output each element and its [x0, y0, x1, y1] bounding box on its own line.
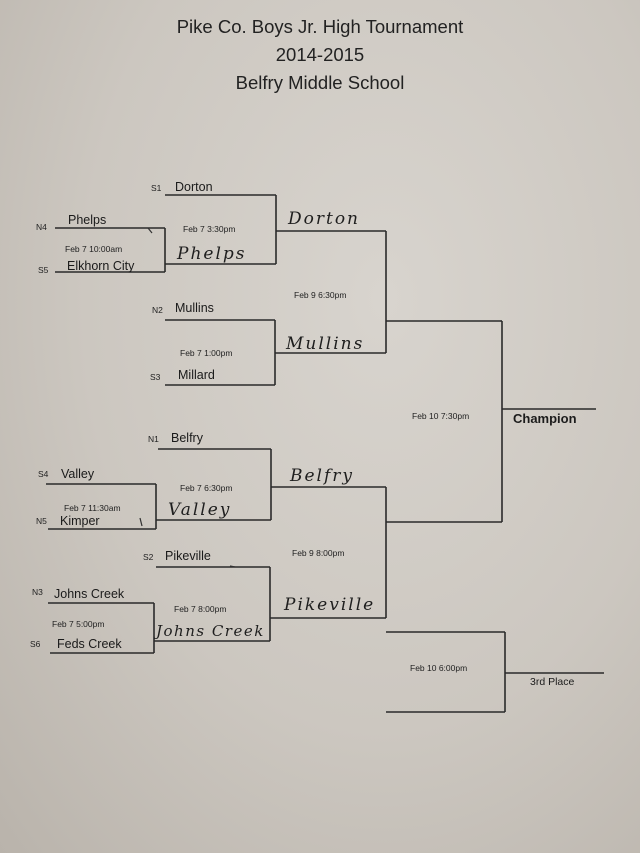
team-name: Valley	[61, 467, 95, 481]
pen-tick	[139, 517, 143, 527]
champion-label: Champion	[513, 411, 577, 426]
game-date: Feb 7 1:00pm	[180, 348, 233, 358]
tournament-season: 2014-2015	[275, 44, 365, 65]
game-date: Feb 7 8:00pm	[174, 604, 227, 614]
team-name: Dorton	[175, 180, 213, 194]
game-date: Feb 7 3:30pm	[183, 224, 236, 234]
team-name: Phelps	[68, 213, 107, 227]
seed-label: N5	[36, 516, 47, 526]
team-name: Elkhorn City	[67, 259, 135, 273]
seed-label: N3	[32, 587, 43, 597]
team-name: Belfry	[171, 431, 203, 445]
game-date: Feb 9 6:30pm	[294, 290, 347, 300]
handwritten-winner: Mullins	[286, 334, 365, 354]
handwritten-winner: Dorton	[288, 209, 361, 229]
seed-label: S6	[30, 639, 41, 649]
handwritten-winner: Phelps	[177, 244, 247, 264]
team-name: Feds Creek	[57, 637, 122, 651]
game-date: Feb 7 6:30pm	[180, 483, 233, 493]
game-date: Feb 7 11:30am	[64, 503, 121, 513]
game-date: Feb 10 6:00pm	[410, 663, 468, 673]
team-name: Johns Creek	[54, 587, 125, 601]
seed-label: N2	[152, 305, 163, 315]
seed-label: S4	[38, 469, 49, 479]
team-name: Pikeville	[165, 549, 211, 563]
seed-label: S3	[150, 372, 161, 382]
team-name: Mullins	[175, 301, 214, 315]
tournament-venue: Belfry Middle School	[235, 72, 405, 93]
handwritten-winner: Belfry	[290, 466, 355, 486]
pen-tick	[147, 227, 153, 234]
team-name: Kimper	[60, 514, 100, 528]
seed-label: S5	[38, 265, 49, 275]
pen-tick	[229, 565, 236, 568]
game-date: Feb 9 8:00pm	[292, 548, 345, 558]
handwritten-winner: Johns Creek	[156, 622, 265, 640]
seed-label: N4	[36, 222, 47, 232]
seed-label: N1	[148, 434, 159, 444]
game-date: Feb 7 10:00am	[65, 244, 123, 254]
handwritten-winner: Pikeville	[284, 595, 376, 615]
game-date: Feb 10 7:30pm	[412, 411, 470, 421]
game-date: Feb 7 5:00pm	[52, 619, 105, 629]
tournament-title: Pike Co. Boys Jr. High Tournament	[176, 16, 464, 37]
seed-label: S1	[151, 183, 162, 193]
third-place-label: 3rd Place	[530, 676, 575, 688]
handwritten-winner: Valley	[168, 500, 232, 520]
team-name: Millard	[178, 368, 215, 382]
seed-label: S2	[143, 552, 154, 562]
